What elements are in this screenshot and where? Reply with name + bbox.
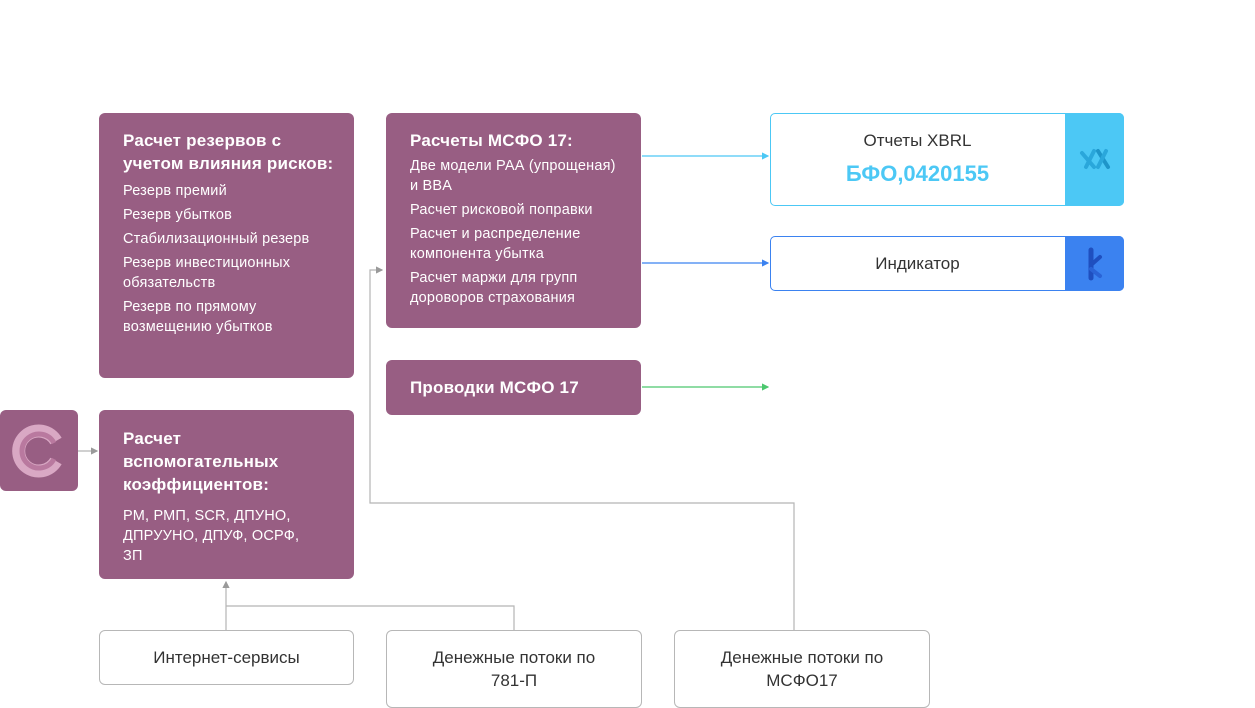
reserves-item: Резерв по прямому возмещению убытков (123, 299, 273, 335)
postings-box: Проводки МСФО 17 (386, 360, 641, 415)
reserves-item: Резерв премий (123, 183, 227, 199)
reserves-item: Стабилизационный резерв (123, 231, 310, 247)
app-logo (0, 410, 78, 491)
reserves-item: Резерв убытков (123, 207, 232, 223)
xbrl-tab (1065, 113, 1124, 206)
cashflow-781-label: Денежные потоки по 781-П (432, 648, 596, 690)
ifrs-item: Расчет и распределение компонента убытка (410, 226, 581, 262)
postings-title: Проводки МСФО 17 (410, 378, 579, 397)
xbrl-subtitle: БФО,0420155 (845, 161, 990, 186)
cashflow-781-box: Денежные потоки по 781-П (386, 630, 642, 708)
cashflow-ifrs-box: Денежные потоки по МСФО17 (674, 630, 930, 708)
coefficients-box: Расчет вспомогательных коэффициентов: РМ… (99, 410, 354, 579)
ifrs-item: Две модели РАА (упрощеная) и BBA (410, 158, 616, 194)
ifrs-box: Расчеты МСФО 17: Две модели РАА (упрощен… (386, 113, 641, 328)
reserves-box: Расчет резервов с учетом влияния рисков:… (99, 113, 354, 378)
ifrs-title: Расчеты МСФО 17: (410, 131, 573, 150)
ifrs-item: Расчет рисковой поправки (410, 202, 593, 218)
coefficients-text: РМ, РМП, SCR, ДПУНО, ДПРУУНО, ДПУФ, ОСРФ… (123, 508, 300, 564)
arrow-cashflow-to-ifrs (369, 266, 795, 630)
indicator-title: Индикатор (875, 254, 960, 273)
arrow-sources-to-coefficients (226, 582, 515, 630)
coefficients-title: Расчет вспомогательных коэффициентов: (123, 429, 279, 494)
ifrs-item: Расчет маржи для групп дороворов страхов… (410, 270, 578, 306)
cashflow-ifrs-label: Денежные потоки по МСФО17 (720, 648, 884, 690)
internet-services-label: Интернет-сервисы (153, 648, 300, 667)
xbrl-box: Отчеты XBRL БФО,0420155 (770, 113, 1124, 206)
indicator-tab (1065, 236, 1124, 291)
c-logo-icon (12, 424, 62, 477)
xbrl-logo-icon (1079, 148, 1110, 169)
xbrl-title: Отчеты XBRL (863, 131, 972, 150)
reserves-title: Расчет резервов с учетом влияния рисков: (123, 131, 334, 173)
indicator-logo-icon (1088, 247, 1102, 280)
internet-services-box: Интернет-сервисы (99, 630, 354, 685)
reserves-item: Резерв инвестиционных обязательств (123, 255, 291, 291)
indicator-box: Индикатор (770, 236, 1124, 291)
